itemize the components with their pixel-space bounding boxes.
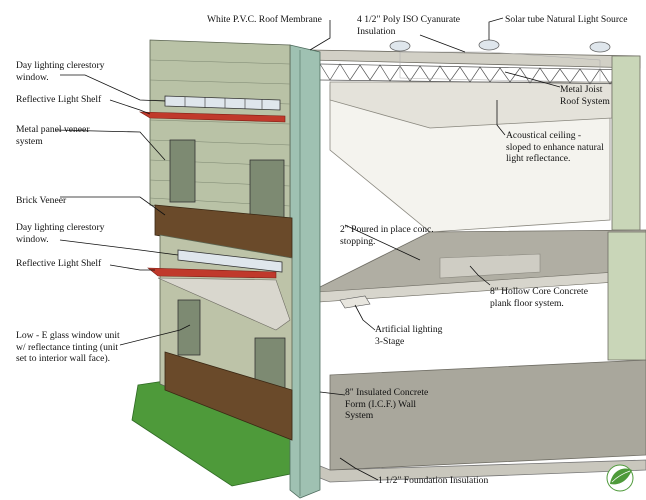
lower-light-shelf bbox=[147, 267, 277, 279]
label-pvc-membrane: White P.V.C. Roof Membrane bbox=[207, 14, 322, 25]
upper-light-shelf bbox=[138, 111, 286, 123]
label-clerestory-upper: Day lighting clerestory window. bbox=[16, 60, 105, 83]
leaf-logo-icon bbox=[606, 464, 634, 492]
artificial-light-fixture bbox=[339, 295, 371, 309]
lower-clerestory-window bbox=[177, 249, 283, 273]
first-floor-ceiling bbox=[439, 253, 541, 279]
upper-clerestory-window bbox=[164, 95, 281, 111]
solar-tubes bbox=[389, 39, 611, 53]
right-column-lower bbox=[607, 231, 646, 361]
label-metal-veneer: Metal panel veneer system bbox=[16, 124, 90, 147]
ground-floor-slab bbox=[329, 359, 646, 471]
label-hollow-core: 8" Hollow Core Concrete plank floor syst… bbox=[490, 286, 588, 309]
lower-light-shelf-tray bbox=[157, 277, 291, 331]
icf-column bbox=[289, 44, 321, 499]
label-poured-concrete: 2" Poured in place conc. stopping. bbox=[340, 224, 434, 247]
upper-window-right bbox=[249, 159, 285, 225]
label-light-shelf-lower: Reflective Light Shelf bbox=[16, 258, 102, 269]
label-acoustical-ceiling: Acoustical ceiling - sloped to enhance n… bbox=[506, 130, 604, 164]
label-solar-tube: Solar tube Natural Light Source bbox=[505, 14, 628, 25]
brick-base bbox=[164, 351, 293, 441]
label-iso-insulation: 4 1/2" Poly ISO Cyanurate Insulation bbox=[357, 14, 461, 37]
upper-window-left bbox=[169, 139, 196, 203]
label-artificial-lighting: Artificial lighting 3-Stage bbox=[375, 324, 443, 347]
label-brick-veneer: Brick Veneer bbox=[16, 195, 67, 206]
light-shaft bbox=[399, 51, 601, 83]
label-low-e-glass: Low - E glass window unit w/ reflectance… bbox=[16, 330, 120, 364]
label-icf-wall: 8" Insulated Concrete Form (I.C.F.) Wall… bbox=[345, 387, 429, 421]
label-clerestory-lower: Day lighting clerestory window. bbox=[16, 222, 105, 245]
leader-lines bbox=[54, 17, 561, 481]
label-metal-joist: Metal Joist Roof System bbox=[560, 84, 610, 107]
acoustical-ceiling bbox=[329, 81, 613, 129]
label-light-shelf-upper: Reflective Light Shelf bbox=[16, 94, 102, 105]
low-e-window-left bbox=[177, 299, 201, 356]
metal-joist-truss bbox=[319, 63, 636, 85]
label-foundation-insulation: 1 1/2" Foundation Insulation bbox=[378, 475, 489, 486]
upper-clerestory-mullions bbox=[184, 97, 263, 109]
right-column-upper bbox=[611, 55, 641, 231]
